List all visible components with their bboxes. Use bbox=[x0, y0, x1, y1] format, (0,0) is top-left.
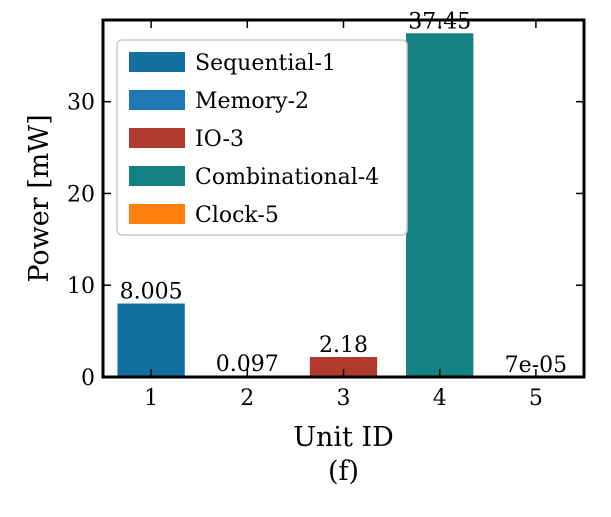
legend-label: IO-3 bbox=[195, 127, 244, 152]
figure-caption: (f) bbox=[328, 456, 359, 487]
legend: Sequential-1Memory-2IO-3Combinational-4C… bbox=[116, 39, 408, 236]
legend-swatch bbox=[129, 166, 185, 186]
bar-4 bbox=[406, 33, 474, 378]
y-tick-label: 30 bbox=[67, 91, 95, 116]
x-tick-label: 5 bbox=[529, 386, 543, 411]
legend-label: Memory-2 bbox=[195, 89, 309, 114]
data-label-3: 2.18 bbox=[319, 333, 368, 358]
legend-swatch bbox=[129, 204, 185, 224]
y-axis-label: Power [mW] bbox=[24, 114, 55, 282]
data-label-1: 8.005 bbox=[120, 280, 183, 305]
legend-swatch bbox=[129, 52, 185, 72]
y-tick-label: 20 bbox=[67, 182, 95, 207]
x-axis-label: Unit ID bbox=[293, 422, 394, 453]
bar-1 bbox=[117, 303, 185, 377]
x-tick-label: 4 bbox=[433, 386, 447, 411]
legend-label: Sequential-1 bbox=[195, 51, 336, 76]
bars-group bbox=[117, 33, 570, 378]
legend-swatch bbox=[129, 90, 185, 110]
y-tick-label: 0 bbox=[81, 366, 95, 391]
legend-label: Clock-5 bbox=[195, 203, 279, 228]
y-axis: 0 10 20 30 bbox=[67, 91, 584, 391]
legend-label: Combinational-4 bbox=[195, 165, 379, 190]
legend-box bbox=[116, 39, 408, 236]
bar-3 bbox=[309, 356, 378, 377]
x-axis: 1 2 3 4 5 bbox=[144, 20, 543, 411]
x-tick-label: 1 bbox=[144, 386, 158, 411]
x-tick-label: 2 bbox=[240, 386, 254, 411]
y-tick-label: 10 bbox=[67, 274, 95, 299]
plot-frame bbox=[101, 18, 586, 379]
legend-swatch bbox=[129, 128, 185, 148]
x-tick-label: 3 bbox=[337, 386, 351, 411]
